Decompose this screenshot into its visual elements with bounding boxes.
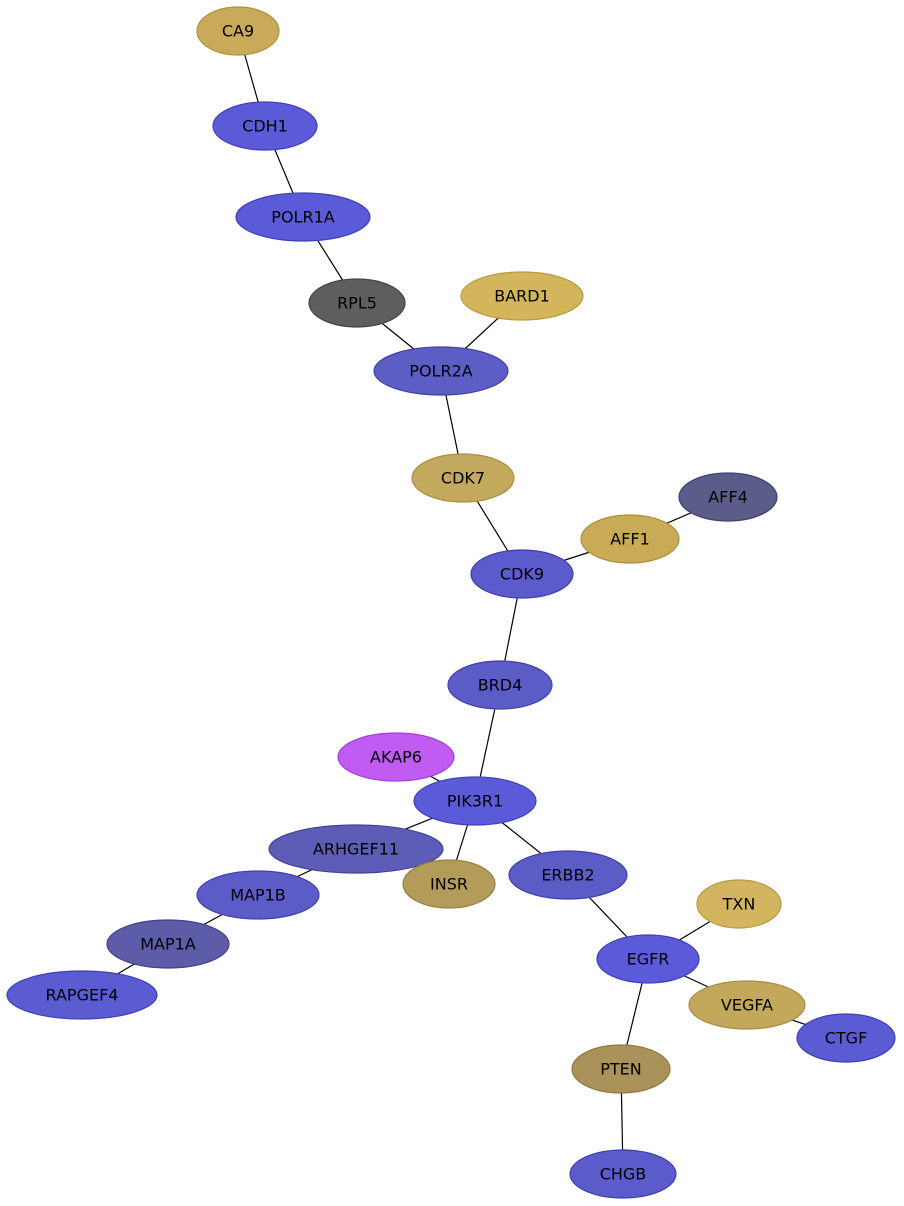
- node-label: BARD1: [494, 287, 550, 306]
- node-erbb2[interactable]: ERBB2: [508, 850, 628, 900]
- node-map1b[interactable]: MAP1B: [196, 870, 320, 920]
- node-label: CA9: [222, 22, 254, 41]
- node-ellipse: [678, 472, 778, 522]
- node-label: ARHGEF11: [313, 840, 399, 859]
- node-label: MAP1B: [230, 886, 286, 905]
- node-ellipse: [569, 1149, 677, 1199]
- node-label: CHGB: [600, 1165, 647, 1184]
- node-label: CTGF: [825, 1029, 868, 1048]
- node-ellipse: [337, 732, 455, 782]
- node-aff4[interactable]: AFF4: [678, 472, 778, 522]
- node-label: AKAP6: [370, 748, 422, 767]
- node-ellipse: [402, 859, 496, 909]
- node-bard1[interactable]: BARD1: [460, 271, 584, 321]
- node-ellipse: [508, 850, 628, 900]
- node-label: AFF4: [708, 488, 748, 507]
- node-insr[interactable]: INSR: [402, 859, 496, 909]
- node-arhgef11[interactable]: ARHGEF11: [268, 824, 444, 874]
- node-label: PIK3R1: [447, 792, 503, 811]
- node-ellipse: [447, 660, 553, 710]
- node-ellipse: [688, 980, 806, 1030]
- node-ellipse: [470, 549, 574, 599]
- node-label: AFF1: [610, 530, 650, 549]
- node-ellipse: [580, 514, 680, 564]
- node-ellipse: [596, 934, 700, 984]
- node-cdk9[interactable]: CDK9: [470, 549, 574, 599]
- node-ellipse: [106, 919, 230, 969]
- node-polr2a[interactable]: POLR2A: [373, 346, 509, 396]
- node-ca9[interactable]: CA9: [196, 6, 280, 56]
- node-label: VEGFA: [721, 996, 773, 1015]
- node-ellipse: [235, 192, 371, 242]
- node-rapgef4[interactable]: RAPGEF4: [6, 970, 158, 1020]
- node-label: INSR: [430, 875, 468, 894]
- node-label: RPL5: [337, 294, 377, 313]
- node-label: BRD4: [478, 676, 523, 695]
- node-ellipse: [411, 453, 515, 503]
- node-chgb[interactable]: CHGB: [569, 1149, 677, 1199]
- node-ellipse: [196, 6, 280, 56]
- node-pten[interactable]: PTEN: [571, 1044, 671, 1094]
- node-egfr[interactable]: EGFR: [596, 934, 700, 984]
- node-txn[interactable]: TXN: [696, 879, 782, 929]
- node-ellipse: [413, 776, 537, 826]
- node-ellipse: [212, 101, 318, 151]
- node-label: ERBB2: [541, 866, 594, 885]
- node-ellipse: [308, 278, 406, 328]
- node-ellipse: [268, 824, 444, 874]
- node-ellipse: [571, 1044, 671, 1094]
- node-label: TXN: [722, 895, 756, 914]
- node-pik3r1[interactable]: PIK3R1: [413, 776, 537, 826]
- node-ellipse: [196, 870, 320, 920]
- node-akap6[interactable]: AKAP6: [337, 732, 455, 782]
- node-label: CDK9: [500, 565, 544, 584]
- node-ellipse: [373, 346, 509, 396]
- node-cdk7[interactable]: CDK7: [411, 453, 515, 503]
- node-rpl5[interactable]: RPL5: [308, 278, 406, 328]
- node-map1a[interactable]: MAP1A: [106, 919, 230, 969]
- node-ctgf[interactable]: CTGF: [796, 1013, 896, 1063]
- node-aff1[interactable]: AFF1: [580, 514, 680, 564]
- node-polr1a[interactable]: POLR1A: [235, 192, 371, 242]
- node-label: POLR2A: [409, 362, 472, 381]
- node-ellipse: [796, 1013, 896, 1063]
- node-label: CDK7: [441, 469, 485, 488]
- node-vegfa[interactable]: VEGFA: [688, 980, 806, 1030]
- node-brd4[interactable]: BRD4: [447, 660, 553, 710]
- node-label: CDH1: [242, 117, 288, 136]
- node-label: MAP1A: [140, 935, 196, 954]
- node-ellipse: [460, 271, 584, 321]
- node-label: EGFR: [627, 950, 670, 969]
- node-ellipse: [696, 879, 782, 929]
- node-label: PTEN: [600, 1060, 642, 1079]
- node-label: POLR1A: [271, 208, 334, 227]
- node-ellipse: [6, 970, 158, 1020]
- node-cdh1[interactable]: CDH1: [212, 101, 318, 151]
- node-label: RAPGEF4: [46, 986, 119, 1005]
